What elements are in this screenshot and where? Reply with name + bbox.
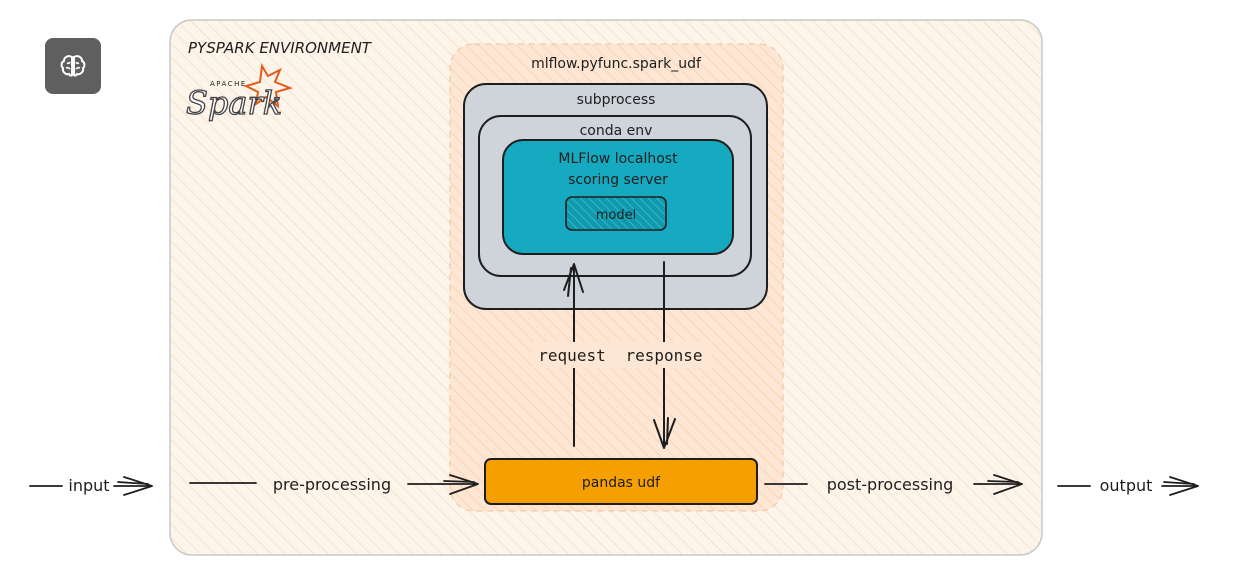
post-processing-arrow xyxy=(764,474,1023,495)
brain-button[interactable] xyxy=(45,38,101,94)
scoring-server-line1: MLFlow localhost xyxy=(558,151,678,167)
input-label: input xyxy=(68,476,109,495)
scoring-server-line2: scoring server xyxy=(568,172,668,188)
brain-icon xyxy=(60,55,86,77)
conda-env-label: conda env xyxy=(580,123,653,139)
pandas-udf-box xyxy=(484,458,758,505)
output-arrow xyxy=(1057,476,1199,496)
pandas-udf-label: pandas udf xyxy=(582,475,661,491)
input-arrow xyxy=(29,476,153,496)
spark-udf-title: mlflow.pyfunc.spark_udf xyxy=(531,56,702,72)
model-box xyxy=(565,196,667,231)
spark-logo-text: Spark xyxy=(186,84,282,122)
output-label: output xyxy=(1100,476,1153,495)
response-label: response xyxy=(625,346,702,365)
pre-processing-label: pre-processing xyxy=(273,475,391,494)
request-label: request xyxy=(538,346,605,365)
spark-logo: APACHE Spark xyxy=(185,63,294,123)
pre-processing-arrow xyxy=(189,474,479,495)
environment-title: PYSPARK ENVIRONMENT xyxy=(188,39,373,57)
model-label: model xyxy=(596,208,636,223)
subprocess-label: subprocess xyxy=(577,92,656,108)
post-processing-label: post-processing xyxy=(827,475,954,494)
spark-logo-apache: APACHE xyxy=(210,80,247,88)
